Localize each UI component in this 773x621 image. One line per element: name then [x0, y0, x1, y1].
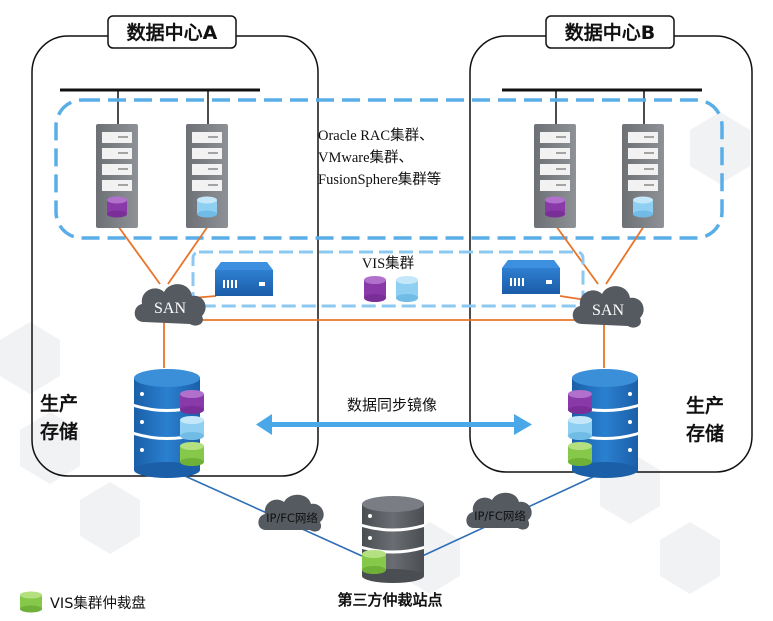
cluster-note-line-3: FusionSphere集群等: [318, 170, 441, 188]
vis-node-b-icon: [502, 260, 560, 294]
network-label-left: IP/FC网络: [266, 511, 318, 525]
legend: VIS集群仲裁盘: [20, 591, 146, 613]
production-storage-b-line-2: 存储: [686, 422, 724, 445]
cluster-note-line-1: Oracle RAC集群、: [318, 127, 434, 144]
production-storage-a-icon: [134, 369, 204, 478]
light-blue-disk-icon: [568, 416, 592, 440]
server-b2: [622, 124, 664, 228]
light-blue-disk-icon: [197, 196, 217, 218]
green-disk-icon: [362, 550, 386, 574]
green-disk-icon: [20, 591, 42, 613]
production-storage-a-label: 生产 存储: [40, 392, 78, 443]
purple-disk-icon: [180, 390, 204, 414]
purple-disk-icon: [545, 196, 565, 218]
datacenter-a-title-box: 数据中心A: [107, 15, 237, 49]
third-site-label: 第三方仲裁站点: [337, 591, 442, 609]
third-site-storage-icon: [362, 496, 424, 583]
sync-label: 数据同步镜像: [347, 396, 437, 414]
production-storage-b-label: 生产 存储: [686, 394, 724, 445]
purple-disk-icon: [107, 196, 127, 218]
light-blue-disk-icon: [180, 416, 204, 440]
server-b1: [534, 124, 576, 228]
network-label-right: IP/FC网络: [474, 509, 526, 523]
production-storage-a-line-1: 生产: [40, 392, 78, 415]
vis-node-a-icon: [215, 262, 273, 296]
vis-cluster-disks: [364, 276, 418, 302]
cluster-note: Oracle RAC集群、 VMware集群、 FusionSphere集群等: [318, 127, 441, 188]
legend-label: VIS集群仲裁盘: [50, 594, 146, 612]
sync-double-arrow-icon: [256, 414, 532, 435]
server-a2: [186, 124, 228, 228]
purple-disk-icon: [364, 276, 386, 302]
san-cloud-a-icon: SAN: [134, 284, 206, 326]
vis-cluster-label: VIS集群: [362, 255, 414, 272]
san-cloud-b-icon: SAN: [572, 286, 644, 328]
san-label-a: SAN: [154, 300, 186, 317]
network-cloud-left-icon: IP/FC网络: [258, 494, 324, 532]
purple-disk-icon: [568, 390, 592, 414]
green-disk-icon: [568, 442, 592, 466]
production-storage-b-line-1: 生产: [686, 394, 724, 417]
server-a1: [96, 124, 138, 228]
light-blue-disk-icon: [633, 196, 653, 218]
san-label-b: SAN: [592, 302, 624, 319]
datacenter-b-title: 数据中心B: [565, 21, 655, 44]
cluster-note-line-2: VMware集群、: [318, 149, 413, 166]
production-storage-a-line-2: 存储: [40, 420, 78, 443]
datacenter-a-title: 数据中心A: [127, 21, 218, 44]
datacenter-b-title-box: 数据中心B: [545, 15, 675, 49]
production-storage-b-icon: [568, 369, 638, 478]
green-disk-icon: [180, 442, 204, 466]
vis-cluster-dashed-box: [191, 250, 585, 308]
light-blue-disk-icon: [396, 276, 418, 302]
network-cloud-right-icon: IP/FC网络: [466, 492, 532, 530]
